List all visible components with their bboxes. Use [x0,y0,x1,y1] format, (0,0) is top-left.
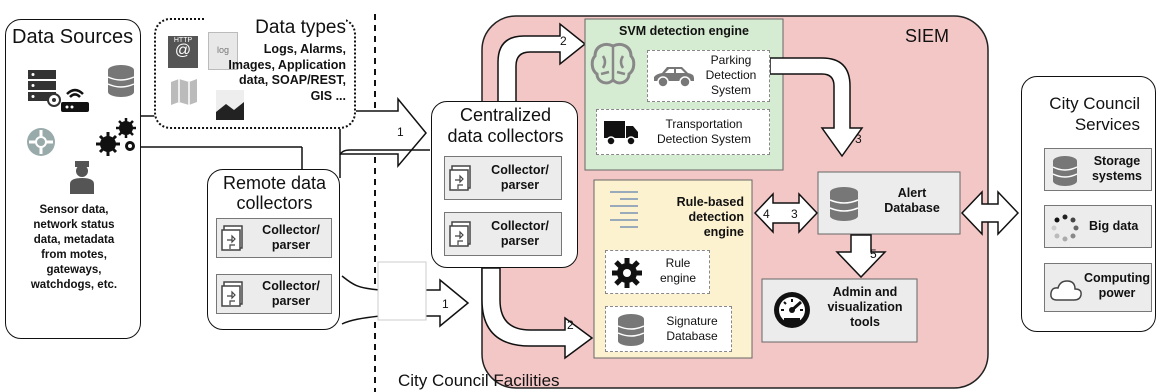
arrow-4-3-double [753,192,819,234]
parking-detection-label: Parking Detection System [705,53,757,97]
central-collectors-box: Centralized data collectors Collector/ p… [431,101,578,268]
signature-db-box: Signature Database [605,306,732,352]
blank-placeholder [377,261,427,321]
central-collector-1: Collector/ parser [444,156,562,200]
parking-detection-box: Parking Detection System [647,50,770,102]
database-icon [1052,156,1078,186]
arrow-label-1-top: 1 [397,125,404,139]
http-icon-label: HTTP [173,37,193,44]
remote-collectors-box: Remote data collectors Collector/ parser… [207,169,340,330]
collector-parser-icon [449,165,471,191]
siem-title: SIEM [905,26,950,46]
database-icon [617,314,645,346]
log-file-icon: log [208,32,238,70]
facilities-label: City Council Facilities [398,371,560,390]
central-collectors-title: Centralized data collectors [447,105,564,146]
arrow-remote-to-central [339,149,430,178]
truck-icon [604,121,638,146]
rule-engine-label: Rule engine [659,256,697,285]
arrow-2-top [497,22,587,105]
server-icon [28,70,61,107]
remote-collector-2: Collector/ parser [216,274,332,314]
remote-collectors-title: Remote data collectors [222,173,327,213]
council-bigdata-label: Big data [1089,219,1139,233]
router-icon [61,88,89,112]
database-icon [829,187,859,221]
arrow-label-3-rule: 3 [791,207,798,221]
arrow-5 [835,234,887,279]
council-computing-label: Computing power [1084,271,1150,300]
svm-engine-title: SVM detection engine [619,24,749,38]
log-file-icon-label: log [216,45,229,55]
loading-dots-icon [1051,214,1079,242]
image-icon [216,90,244,120]
arrow-label-4: 4 [763,207,770,221]
council-title: City Council Services [1049,94,1140,134]
collector-parser-icon [221,225,243,251]
remote-collector-1: Collector/ parser [216,218,332,258]
rule-list-icon [610,191,638,228]
council-bigdata: Big data [1044,205,1152,248]
remote-collector-2-label: Collector/ parser [262,279,320,308]
map-icon [171,79,197,105]
rule-engine-sub-box: Rule engine [605,250,710,294]
data-types-title: Data types [206,17,346,39]
data-sources-description: Sensor data, network status data, metada… [30,204,118,291]
arrow-label-1-bottom: 1 [442,297,449,311]
council-storage: Storage systems [1044,148,1152,191]
collector-parser-icon [449,221,471,247]
council-services-box: City Council Services Storage systems Bi… [1021,76,1156,332]
data-sources-title: Data Sources [12,26,134,48]
data-types-box: Data types HTTP@ log Logs, Alarms, Image… [154,17,356,129]
network-hub-icon [27,128,55,156]
http-icon: HTTP@ [168,36,198,68]
cloud-icon [1050,280,1082,301]
brain-icon [590,42,636,85]
council-storage-label: Storage systems [1091,154,1143,183]
central-collector-1-label: Collector/ parser [491,163,549,192]
collector-parser-icon [221,281,243,307]
alert-db-label: Alert Database [884,186,940,215]
data-sources-box: Data Sources Sensor data, network status… [5,19,141,339]
arrow-label-5: 5 [870,247,877,261]
arrow-2-bottom [481,267,594,360]
arrow-siem-council [960,190,1020,236]
admin-label: Admin and visualization tools [827,285,903,329]
rule-engine-title: Rule-based detection engine [676,195,744,239]
central-collector-2: Collector/ parser [444,212,562,256]
arrow-3-svm [769,57,864,158]
central-collector-2-label: Collector/ parser [491,219,549,248]
gear-icon [612,258,642,288]
gears-icon [96,118,136,156]
transport-detection-label: Transportation Detection System [656,117,752,146]
data-types-text: Logs, Alarms, Images, Application data, … [228,42,346,103]
arrow-label-3-svm: 3 [855,132,862,146]
dashboard-gauge-icon [774,292,810,328]
database-icon [107,65,135,97]
car-icon [654,67,694,88]
arrow-label-2-top: 2 [560,34,567,48]
council-computing: Computing power [1044,263,1152,312]
transport-detection-box: Transportation Detection System [596,109,770,155]
signature-db-label: Signature Database [666,314,718,343]
arrow-label-2-bottom: 2 [567,318,574,332]
watchdog-person-icon [70,161,94,194]
remote-collector-1-label: Collector/ parser [262,223,320,252]
